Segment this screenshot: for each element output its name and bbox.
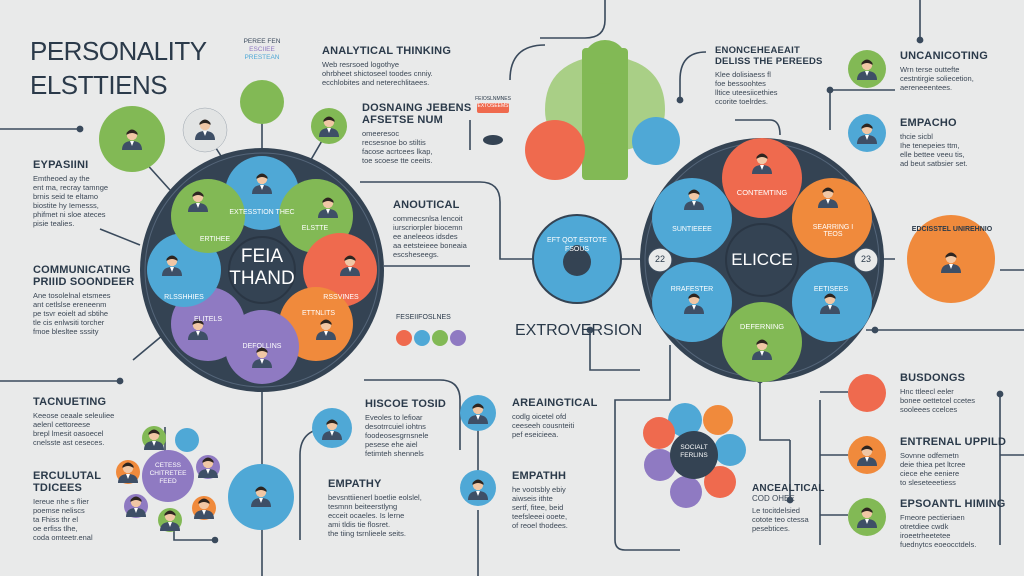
section-analytical: ANALYTICAL THINKING Web resrsoed logothy… bbox=[322, 45, 452, 87]
wheel-label: CONTEMTING bbox=[736, 188, 788, 197]
wheel-segment-top-left bbox=[171, 179, 245, 253]
wheel-label: RLSSHHIES bbox=[164, 294, 204, 301]
left-personality-wheel bbox=[140, 148, 384, 392]
right-number-badge bbox=[853, 247, 879, 273]
wheel-label: ELITELS bbox=[193, 316, 222, 323]
central-decoration bbox=[525, 40, 680, 304]
faces-row bbox=[396, 330, 466, 346]
wheel-label: RSSVINES bbox=[323, 294, 359, 301]
right-wheel-center-label: ELICCE bbox=[731, 250, 793, 269]
wheel-label: DEFOLLINS bbox=[242, 343, 282, 350]
cluster-label: CETESS CHITRETEE FEED bbox=[149, 462, 187, 485]
small-badge bbox=[477, 103, 509, 145]
right-cluster bbox=[643, 403, 746, 508]
wheel-label: ETTNLITS bbox=[301, 310, 336, 317]
right-avatar-label: EDCISSTEL UNIREHNIO bbox=[911, 226, 993, 233]
avatar-group-right bbox=[848, 50, 995, 536]
right-personality-wheel bbox=[640, 138, 884, 382]
left-number: 22 bbox=[654, 254, 665, 264]
wheel-label: SEARRING I TEOS bbox=[812, 224, 854, 238]
wheel-center bbox=[228, 236, 296, 304]
top-badge-label: PEREE FEN ESCIIEE PRESTEAN bbox=[243, 38, 281, 61]
wheel-label: ERTIHEE bbox=[199, 236, 231, 243]
wheel-label: ELSTTE bbox=[301, 225, 329, 232]
wheel-label: DEFERNING bbox=[739, 322, 785, 331]
wheel-label: SUNTIEEEE bbox=[672, 226, 712, 233]
small-cluster bbox=[116, 426, 220, 532]
wheel-label: EETISEES bbox=[813, 286, 849, 293]
extroversion-label: EXTROVERSION bbox=[515, 322, 643, 339]
right-number: 23 bbox=[860, 254, 871, 264]
wheel-label: RRAFESTER bbox=[670, 286, 714, 293]
left-number-badge bbox=[647, 247, 673, 273]
faces-label: FESEIIFOSLNES bbox=[396, 314, 451, 321]
wheel-label: EXTESSTION THEC bbox=[229, 209, 295, 216]
cluster-label: SOCIALT FERLINS bbox=[680, 444, 708, 459]
avatar-group-left bbox=[99, 80, 496, 530]
section-empathy-left: EMPATHY bevsnttiienerl boetlie eolslel,t… bbox=[328, 478, 422, 538]
mid-circle-label: EFT QOT ESTOTE FSOUS bbox=[547, 237, 607, 253]
